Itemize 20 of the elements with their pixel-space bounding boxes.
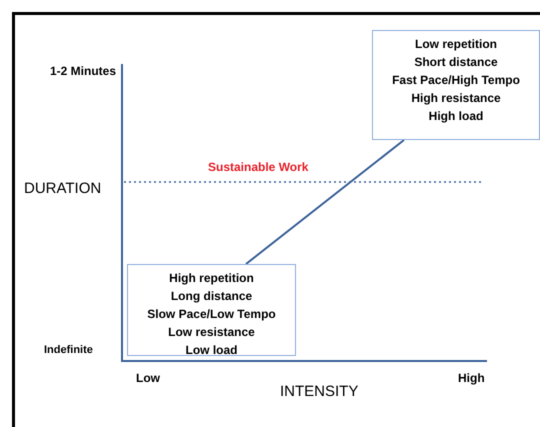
attribute-text: Long distance [170, 288, 254, 305]
attribute-text: Low repetition [414, 36, 498, 53]
attribute-text: High resistance [410, 90, 502, 107]
threshold-label: Sustainable Work [208, 160, 308, 174]
attribute-text: High repetition [168, 270, 255, 287]
attribute-text: High load [428, 108, 484, 125]
attribute-box [372, 30, 540, 140]
attribute-text: Short distance [413, 54, 499, 71]
axis-tick-label: 1-2 Minutes [50, 64, 116, 78]
axis-tick-label: Indefinite [44, 344, 93, 356]
attribute-text: Slow Pace/Low Tempo [146, 306, 277, 323]
attribute-text: Low resistance [167, 324, 256, 341]
trend-line [245, 139, 405, 265]
axis-tick-label: Low [136, 371, 160, 385]
attribute-box [127, 264, 296, 356]
attribute-text: Low load [184, 342, 238, 359]
attribute-text: Fast Pace/High Tempo [391, 72, 521, 89]
axis-title: INTENSITY [280, 383, 358, 400]
axis-tick-label: High [458, 371, 485, 385]
axis-title: DURATION [24, 180, 102, 197]
